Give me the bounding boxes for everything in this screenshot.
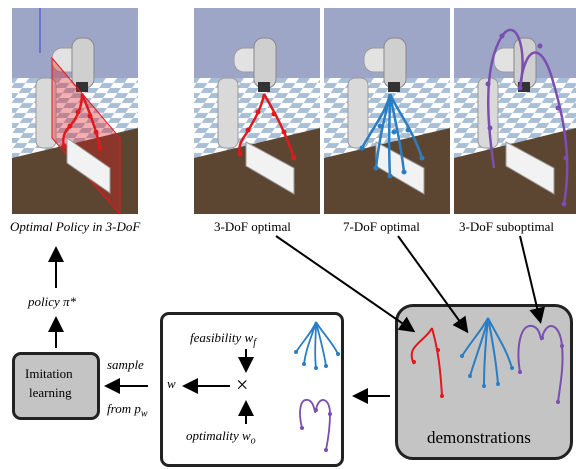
caption-3dof-suboptimal: 3-DoF suboptimal: [459, 219, 554, 234]
pw-symbol: p: [134, 401, 141, 416]
pw-subscript: w: [140, 408, 148, 420]
weights-purple-trajectory: [299, 399, 331, 451]
feasibility-w: w: [244, 330, 254, 345]
weights-blue-trajectories: [295, 321, 339, 369]
caption-7dof-optimal: 7-DoF optimal: [343, 219, 420, 234]
feasibility-label: feasibility wf: [190, 330, 256, 349]
sim-panel-7dof-optimal: [324, 8, 450, 214]
demo-blue-trajectories: [461, 317, 513, 387]
caption-3dof-optimal: 3-DoF optimal: [214, 219, 291, 234]
from-pw-label: from pw: [107, 401, 148, 420]
demonstrations-label: demonstrations: [427, 428, 531, 447]
feasibility-sub: f: [253, 337, 256, 349]
sim-panel-3dof-suboptimal: [454, 8, 576, 214]
imitation-line-1: Imitation: [25, 366, 73, 381]
weights-box: [160, 312, 344, 467]
w-label: w: [167, 376, 176, 391]
policy-text: policy: [28, 294, 60, 309]
sample-label: sample: [107, 357, 144, 372]
optimality-sub: o: [250, 435, 256, 447]
times-symbol: ×: [236, 372, 249, 397]
arrow-3dof-opt-to-demo: [275, 235, 416, 333]
policy-label: policy π*: [28, 294, 76, 310]
optimality-text: optimality: [186, 428, 239, 443]
from-text: from: [107, 401, 135, 416]
caption-optimal-policy: Optimal Policy in 3-DoF: [10, 219, 141, 234]
policy-symbol: π*: [63, 294, 77, 309]
sim-panel-3dof-optimal: [194, 8, 320, 214]
7dof-optimal-trajectories: [360, 93, 424, 177]
feasibility-text: feasibility: [190, 330, 242, 345]
optimality-label: optimality wo: [186, 428, 256, 447]
imitation-line-2: learning: [29, 385, 72, 400]
3dof-optimal-trajectory: [238, 93, 296, 159]
demo-red-trajectory: [410, 327, 443, 397]
arrow-7dof-opt-to-demo: [397, 235, 469, 334]
optimality-w: w: [241, 428, 251, 443]
arrow-3dof-subopt-to-demo: [519, 235, 546, 324]
imitation-learning-box: [12, 352, 100, 420]
sim-panel-optimal-policy: [12, 8, 138, 214]
